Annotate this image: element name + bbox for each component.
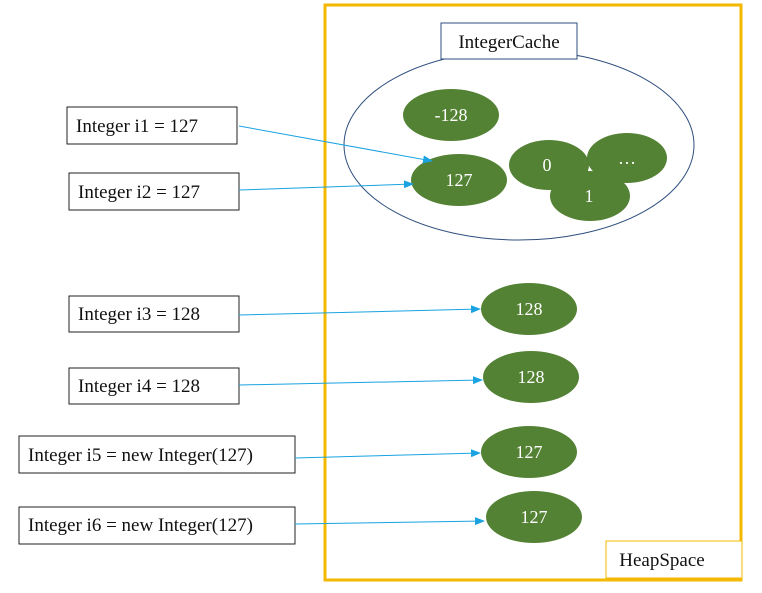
arrow-i5-to-heap-127 [294,449,481,459]
arrow-i1-to-cache-127 [238,125,433,164]
arrow-i3-to-heap-128 [238,305,481,316]
cache-node-127: 127 [411,154,507,206]
arrow-i2-to-cache-127 [238,180,414,191]
cache-node-0-label: 0 [543,155,552,175]
integer-cache-label-box [440,22,578,60]
heap-object-i3: 128 [481,283,577,335]
variable-i4-text: Integer i4 = 128 [78,376,200,397]
cache-node-ellipsis-label: … [618,148,636,168]
integer-cache-label: IntegerCache [458,32,559,53]
arrow-i6-to-heap-127 [294,517,485,526]
heap-space-border [323,3,743,582]
variable-box-i4: Integer i4 = 128 [68,367,240,405]
variable-box-i5: Integer i5 = new Integer(127) [18,435,296,474]
heap-object-i6-label: 127 [521,507,548,527]
heap-space-label-box [605,540,743,579]
cache-node-1: 1 [550,171,630,221]
variable-i2-text: Integer i2 = 127 [78,182,200,203]
heap-object-i5: 127 [481,426,577,478]
variable-box-i1: Integer i1 = 127 [66,106,238,145]
heap-object-i6: 127 [486,491,582,543]
variable-box-i3: Integer i3 = 128 [68,295,240,333]
heap-object-i4-label: 128 [518,367,545,387]
variable-box-i6: Integer i6 = new Integer(127) [18,506,296,545]
variable-i3-text: Integer i3 = 128 [78,304,200,325]
cache-node-neg128: -128 [403,89,499,141]
heap-space-label: HeapSpace [619,550,704,571]
cache-node-1-label: 1 [585,186,594,206]
heap-object-i5-label: 127 [516,442,543,462]
cache-node-127-label: 127 [446,170,473,190]
heap-object-i3-label: 128 [516,299,543,319]
variable-i6-text: Integer i6 = new Integer(127) [28,515,253,536]
variable-i1-text: Integer i1 = 127 [76,116,198,137]
cache-node-neg128-label: -128 [435,105,468,125]
heap-object-i4: 128 [483,351,579,403]
cache-node-ellipsis: … [587,133,667,183]
variable-i5-text: Integer i5 = new Integer(127) [28,445,253,466]
arrow-i4-to-heap-128 [238,376,483,386]
variable-box-i2: Integer i2 = 127 [68,172,240,211]
